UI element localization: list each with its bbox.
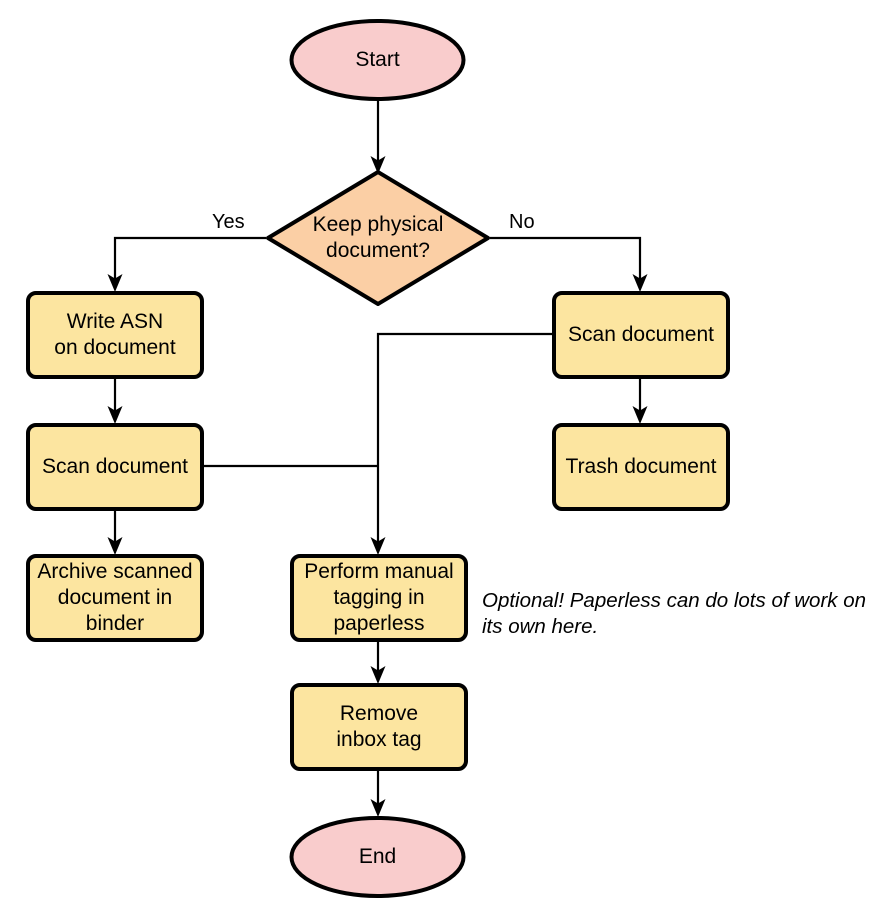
node-remove-tag-shape[interactable] [290,683,468,771]
node-scan-left-shape[interactable] [26,423,204,511]
edge-scan-right-to-tagging [370,332,552,555]
edge-decision-to-scan-right [490,236,648,292]
node-trash-shape[interactable] [552,423,730,511]
edge-scan-left-to-archive [107,511,123,555]
edge-scan-right-to-trash [632,379,648,424]
edge-remove-tag-to-end [370,771,386,817]
node-write-asn-shape[interactable] [26,291,204,379]
edge-decision-to-write-asn [107,236,266,292]
edge-label-yes: Yes [212,211,245,233]
optional-note: Optional! Paperless can do lots of work … [482,589,867,638]
edge-write-asn-to-scan-left [107,379,123,424]
node-start-shape[interactable] [289,19,466,101]
edge-label-no: No [509,211,535,233]
node-end-shape[interactable] [289,816,466,898]
edge-start-to-decision [370,101,386,174]
node-scan-right-shape[interactable] [552,291,730,379]
node-decision-shape[interactable] [266,170,490,306]
node-tagging-shape[interactable] [290,554,468,642]
node-archive-shape[interactable] [26,554,204,642]
edge-tagging-to-remove-tag [370,642,386,684]
